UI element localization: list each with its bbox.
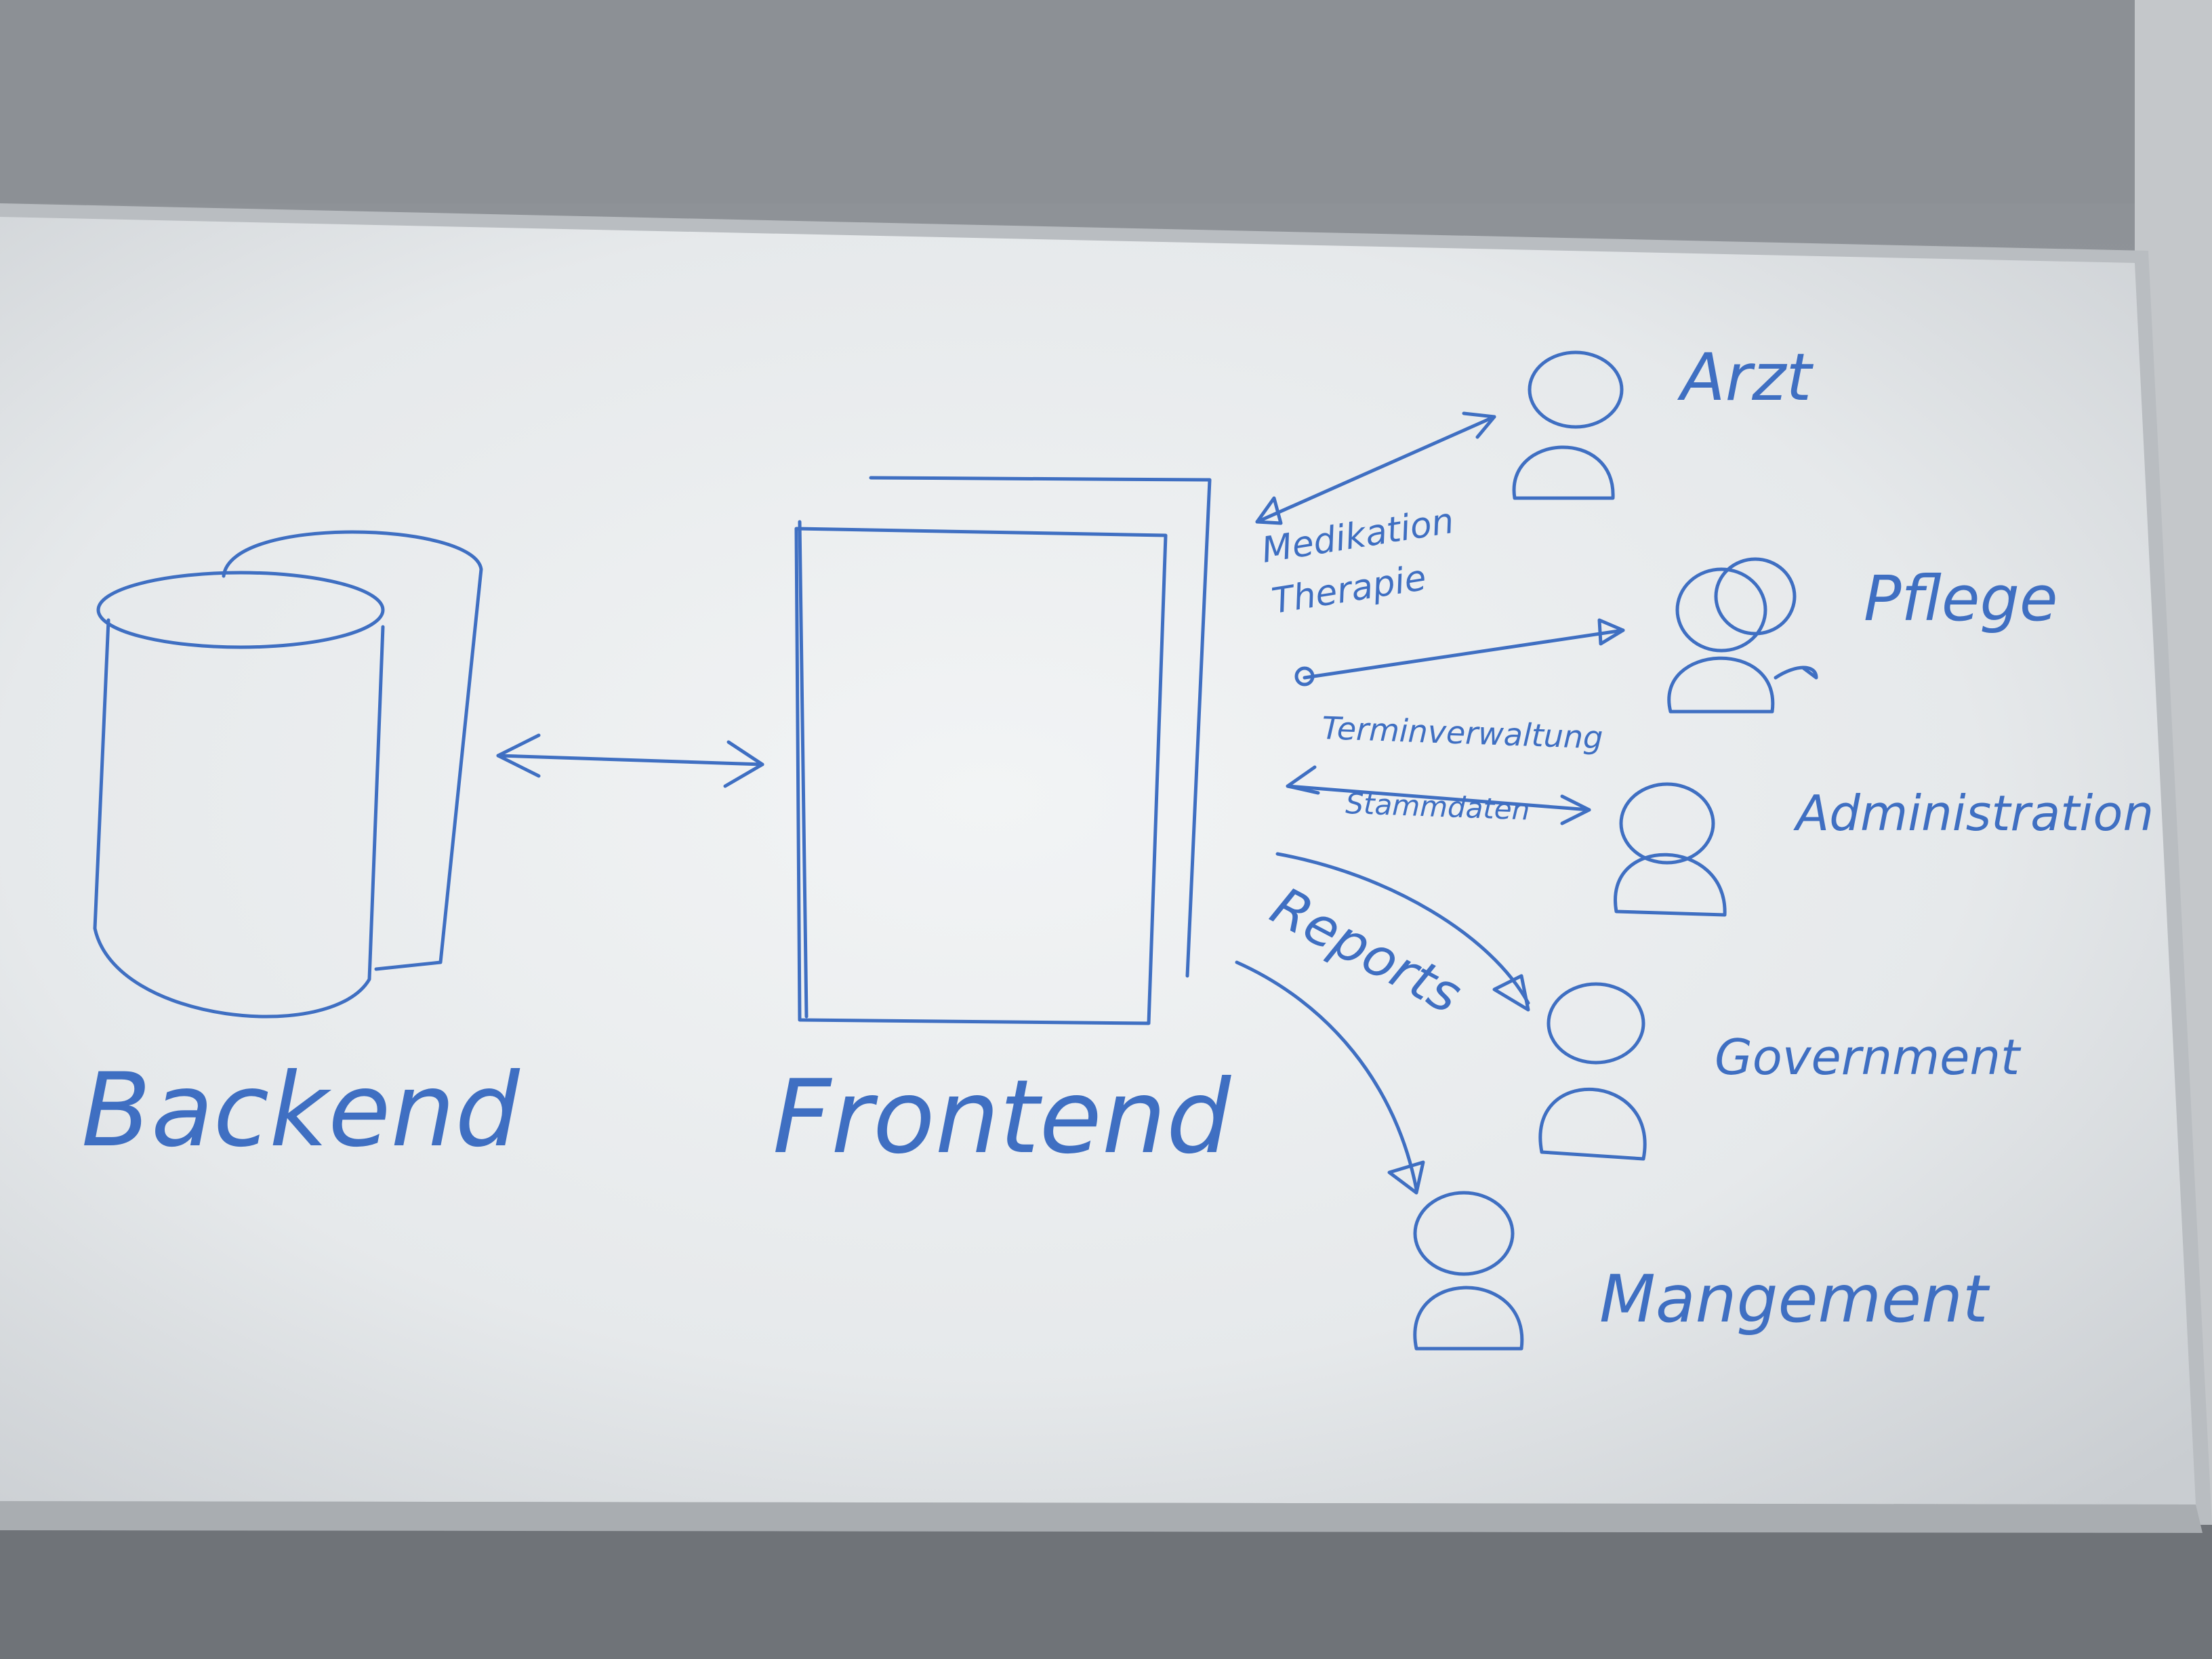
pflege-people-icon [1667,557,1818,714]
arzt-person-icon [1512,350,1624,500]
government-person-icon [1538,982,1647,1161]
arzt-label: Arzt [1677,340,1814,415]
wall-panel-upper [0,0,2212,203]
pflege-label: Pflege [1864,562,2058,635]
backend-frontend-arrow [496,733,764,788]
administration-person-icon [1614,782,1727,917]
backend-label: Backend [81,1052,520,1170]
wall-floor-strip [0,1525,2212,1659]
arrow-to-pflege [1294,618,1625,687]
frontend-pages-icon [794,476,1212,1025]
marker-tray [0,1501,2203,1533]
management-label: Mangement [1599,1261,1990,1337]
arrow-to-administration [1286,765,1591,825]
master-data-label: Stammdaten [1345,787,1531,826]
frontend-label: Frontend [773,1059,1231,1176]
administration-label: Administration [1793,785,2154,842]
backend-database-icon [93,530,483,1019]
management-person-icon [1413,1191,1524,1351]
arrow-to-arzt [1255,411,1496,525]
arrow-to-management [1235,960,1425,1195]
arrow-to-government [1275,852,1530,1012]
whiteboard-surface [0,217,2196,1504]
government-label: Government [1715,1029,2022,1086]
